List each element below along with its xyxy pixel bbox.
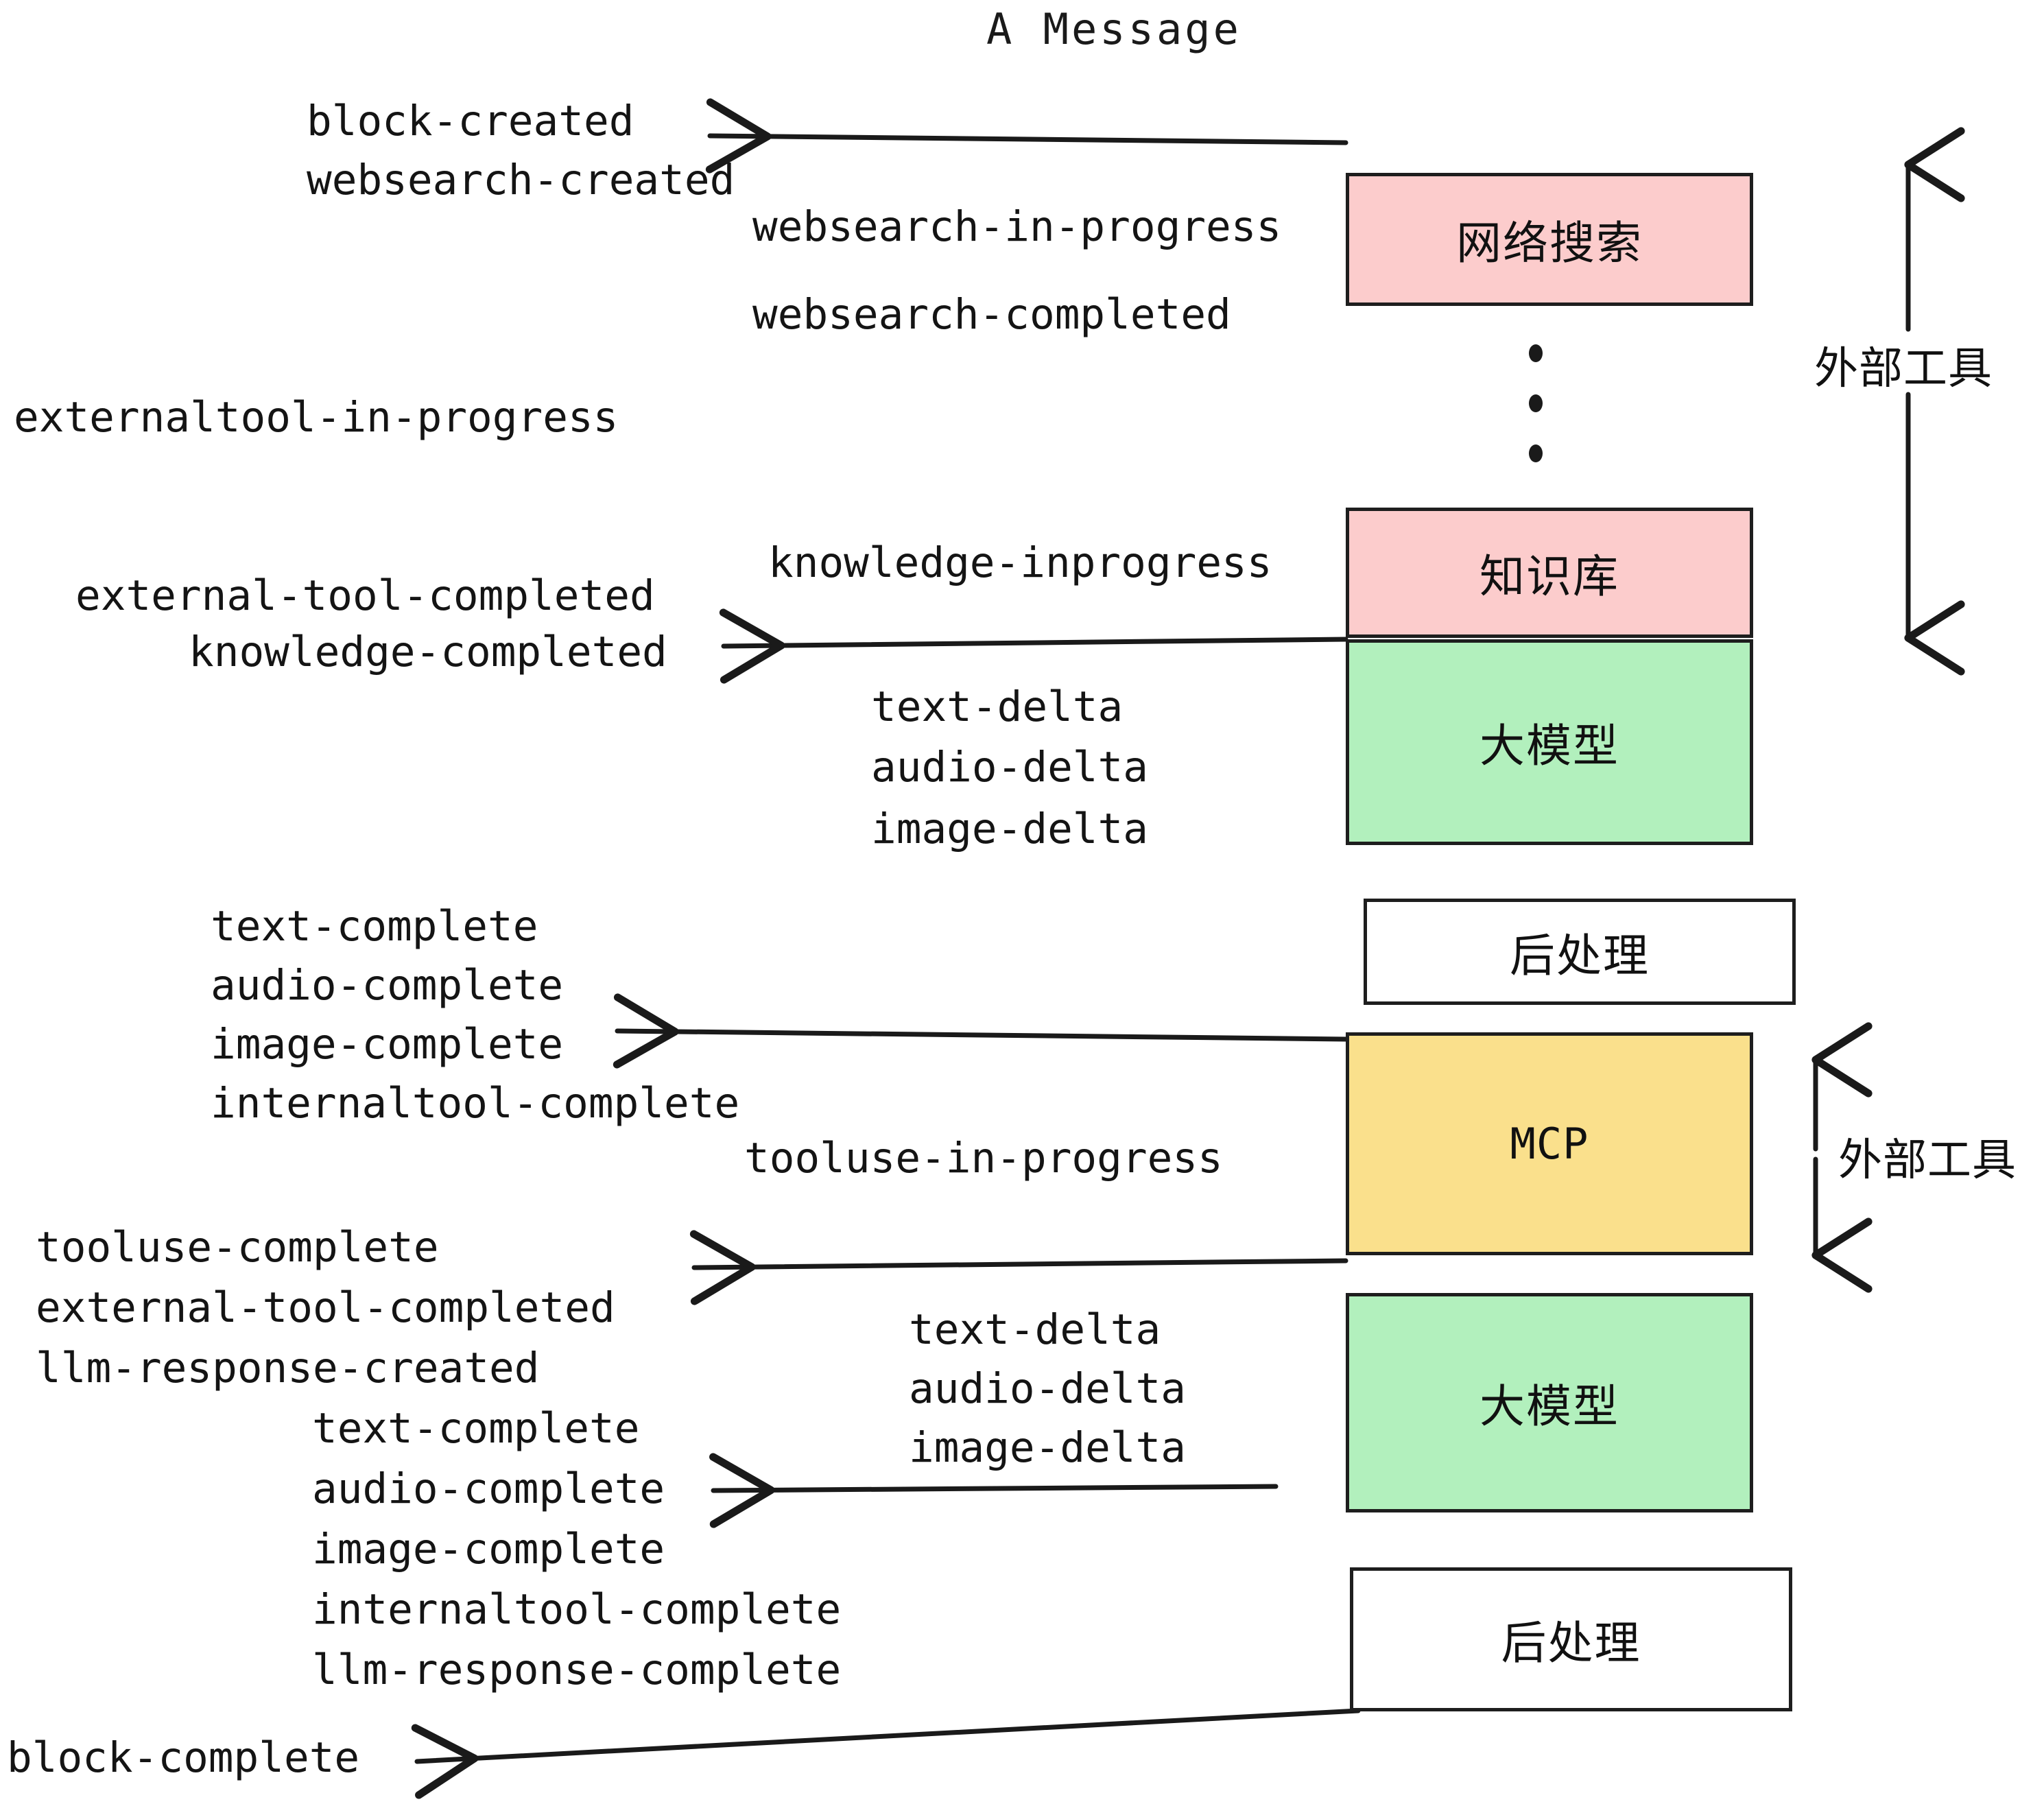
event-tooluse-complete: tooluse-complete [36,1223,439,1272]
box-postprocess-top[interactable]: 后处理 [1364,899,1796,1005]
box-llm-top[interactable]: 大模型 [1346,639,1753,845]
event-websearch-in-progress: websearch-in-progress [752,202,1282,251]
side-label-external-tools-top: 外部工具 [1814,344,1993,394]
event-external-tool-completed-2: external-tool-completed [36,1283,615,1332]
box-websearch[interactable]: 网络搜索 [1346,173,1753,306]
event-block-created: block-created [307,97,634,145]
ellipsis-dot [1529,394,1543,412]
ellipsis-dot [1529,444,1543,462]
arrow-websearch-to-block-created [705,98,1348,174]
box-mcp-label: MCP [1510,1119,1589,1169]
event-audio-complete-1: audio-complete [211,961,564,1010]
arrow-llm-to-audio-complete [709,1453,1279,1528]
event-image-delta-1: image-delta [871,805,1148,853]
event-externaltool-in-progress: externaltool-in-progress [14,393,619,442]
event-text-delta-1: text-delta [871,683,1124,731]
page-title: A Message [986,4,1241,54]
event-llm-response-created: llm-response-created [36,1344,540,1392]
event-external-tool-completed-1: external-tool-completed [75,571,655,620]
event-llm-response-complete: llm-response-complete [312,1646,842,1694]
event-audio-delta-1: audio-delta [871,743,1148,792]
arrow-knowledge-to-knowledge-completed [719,608,1348,684]
event-image-complete-2: image-complete [312,1525,665,1574]
event-websearch-completed: websearch-completed [752,290,1231,339]
event-knowledge-inprogress: knowledge-inprogress [768,538,1272,587]
box-postprocess-bottom[interactable]: 后处理 [1350,1567,1792,1711]
event-image-delta-2: image-delta [909,1423,1186,1472]
event-audio-delta-2: audio-delta [909,1364,1186,1413]
box-knowledge[interactable]: 知识库 [1346,508,1753,638]
arrow-mcp-to-tooluse-complete [689,1230,1348,1305]
vertical-ellipsis [1528,344,1544,462]
event-websearch-created: websearch-created [307,156,735,204]
box-websearch-label: 网络搜索 [1456,217,1643,270]
arrow-postprocess-to-block-complete [411,1708,1361,1799]
event-text-complete-1: text-complete [211,902,538,951]
event-tooluse-in-progress: tooluse-in-progress [744,1134,1223,1183]
event-text-delta-2: text-delta [909,1305,1161,1354]
ellipsis-dot [1529,344,1543,362]
event-image-complete-1: image-complete [211,1020,564,1069]
arrow-postprocess-to-image-complete [613,993,1348,1069]
box-mcp[interactable]: MCP [1346,1032,1753,1255]
box-llm-bottom[interactable]: 大模型 [1346,1293,1753,1512]
event-knowledge-completed: knowledge-completed [189,628,667,676]
event-block-complete: block-complete [7,1733,360,1782]
event-internaltool-complete-1: internaltool-complete [211,1079,740,1128]
box-postprocess-bottom-label: 后处理 [1501,1617,1641,1670]
box-llm-bottom-label: 大模型 [1479,1380,1619,1433]
box-postprocess-top-label: 后处理 [1510,929,1650,982]
box-knowledge-label: 知识库 [1479,550,1619,603]
event-text-complete-2: text-complete [312,1404,640,1453]
box-llm-top-label: 大模型 [1479,720,1619,772]
event-internaltool-complete-2: internaltool-complete [312,1585,842,1634]
side-label-external-tools-bottom: 外部工具 [1838,1135,2017,1186]
event-audio-complete-2: audio-complete [312,1464,665,1513]
